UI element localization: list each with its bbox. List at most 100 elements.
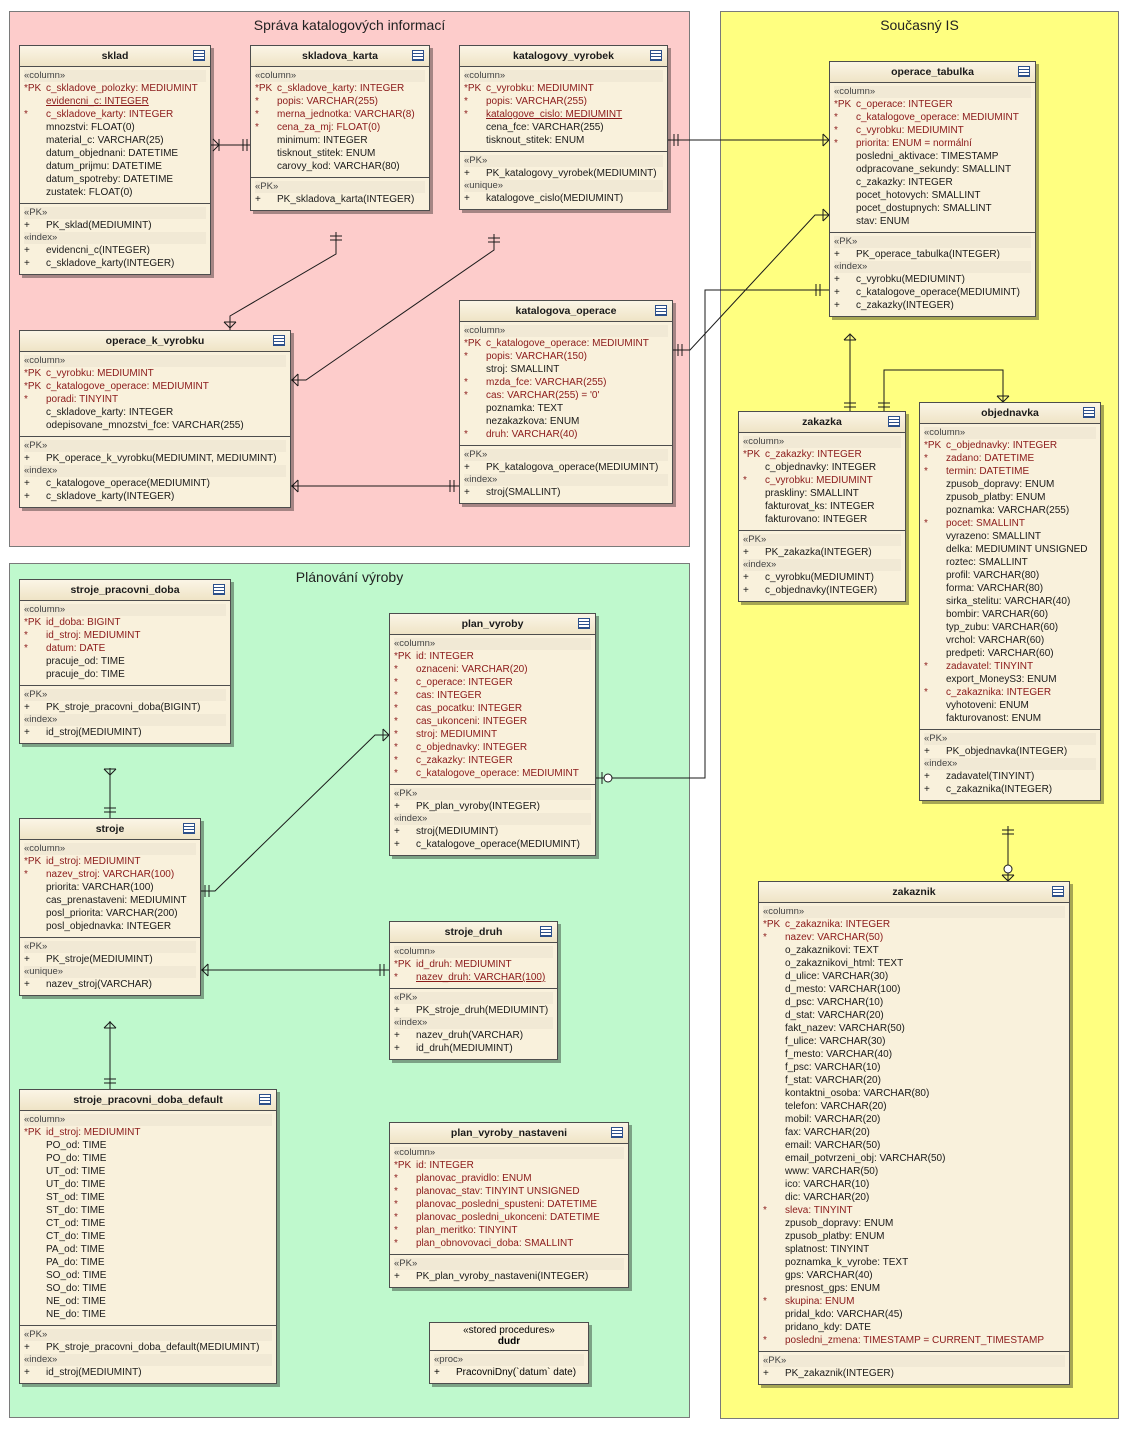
column-row: UT_do: TIME	[24, 1178, 272, 1191]
column-text: planovac_posledni_ukonceni: DATETIME	[416, 1212, 600, 1223]
column-row: *c_operace: INTEGER	[394, 676, 591, 689]
section-label: «column»	[743, 436, 901, 448]
section-label: «PK»	[464, 155, 663, 167]
pk-row: +PK_stroje_pracovni_doba(BIGINT)	[24, 701, 226, 714]
pk-row: +PK_stroje_pracovni_doba_default(MEDIUMI…	[24, 1341, 272, 1354]
index-text: nazev_stroj(VARCHAR)	[46, 979, 152, 990]
pk-row: +PK_sklad(MEDIUMINT)	[24, 219, 206, 232]
table-icon	[578, 618, 590, 629]
column-mark: *	[24, 394, 28, 405]
column-text: merna_jednotka: VARCHAR(8)	[277, 109, 415, 120]
column-row: zpusob_dopravy: ENUM	[763, 1217, 1065, 1230]
column-row: *priorita: ENUM = normální	[834, 137, 1031, 150]
column-text: cas_ukonceni: INTEGER	[416, 716, 528, 727]
column-row: pocet_hotovych: SMALLINT	[834, 189, 1031, 202]
column-text: posledni_aktivace: TIMESTAMP	[856, 151, 999, 162]
column-row: *cas: VARCHAR(255) = '0'	[464, 389, 668, 402]
section-label: «column»	[24, 604, 226, 616]
pk-mark: +	[464, 168, 470, 179]
pk-section: «PK»+PK_operace_k_vyrobku(MEDIUMINT, MED…	[20, 436, 290, 507]
index-mark: +	[924, 771, 930, 782]
column-row: fakt_nazev: VARCHAR(50)	[763, 1022, 1065, 1035]
column-text: c_zakaznika: INTEGER	[785, 919, 891, 930]
index-row: +c_zakazky(INTEGER)	[834, 299, 1031, 312]
column-text: zadavatel: TINYINT	[946, 661, 1034, 672]
column-text: zustatek: FLOAT(0)	[46, 187, 133, 198]
column-text: cas_pocatku: INTEGER	[416, 703, 523, 714]
column-row: zpusob_platby: ENUM	[924, 491, 1096, 504]
table-name: sklad	[101, 50, 129, 62]
column-row: *planovac_stav: TINYINT UNSIGNED	[394, 1185, 624, 1198]
index-mark: +	[834, 274, 840, 285]
stored-procedures-dudr[interactable]: «stored procedures» dudr «proc» +Pracovn…	[429, 1322, 589, 1384]
pk-section: «PK»+PK_objednavka(INTEGER)«index»+zadav…	[920, 729, 1100, 800]
pk-mark: +	[255, 194, 261, 205]
column-text: c_objednavky: INTEGER	[416, 742, 528, 753]
section-label: «column»	[24, 1114, 272, 1126]
table-icon	[412, 50, 424, 61]
index-row: +c_skladove_karty(INTEGER)	[24, 257, 206, 270]
table-name: katalogovy_vyrobek	[513, 50, 614, 62]
pk-text: PK_operace_tabulka(INTEGER)	[856, 249, 1000, 260]
index-row: +nazev_druh(VARCHAR)	[394, 1029, 553, 1042]
pk-section: «PK»+PK_skladova_karta(INTEGER)	[251, 177, 429, 210]
index-mark: +	[394, 826, 400, 837]
column-text: id: INTEGER	[416, 651, 474, 662]
pk-row: +PK_katalogovy_vyrobek(MEDIUMINT)	[464, 167, 663, 180]
column-row: *poradi: TINYINT	[24, 393, 286, 406]
column-mark: *	[924, 518, 928, 529]
column-text: cena_fce: VARCHAR(255)	[486, 122, 604, 133]
table-header: zakaznik	[759, 882, 1069, 903]
column-text: telefon: VARCHAR(20)	[785, 1101, 887, 1112]
table-icon	[655, 305, 667, 316]
column-row: *planovac_posledni_ukonceni: DATETIME	[394, 1211, 624, 1224]
section-label: «PK»	[763, 1355, 1065, 1367]
column-row: SO_od: TIME	[24, 1269, 272, 1282]
index-text: c_objednavky(INTEGER)	[765, 585, 878, 596]
section-label: «column»	[464, 70, 663, 82]
index-text: c_skladove_karty(INTEGER)	[46, 258, 175, 269]
column-row: posl_objednavka: INTEGER	[24, 920, 196, 933]
section-label: «column»	[394, 1147, 624, 1159]
column-text: cas_prenastaveni: MEDIUMINT	[46, 895, 187, 906]
pk-text: PK_stroje_pracovni_doba(BIGINT)	[46, 702, 201, 713]
column-text: tisknout_stitek: ENUM	[486, 135, 585, 146]
column-text: SO_do: TIME	[46, 1283, 107, 1294]
index-mark: +	[24, 1367, 30, 1378]
index-mark: +	[24, 491, 30, 502]
column-row: odepisovane_mnozstvi_fce: VARCHAR(255)	[24, 419, 286, 432]
section-label: «PK»	[464, 449, 668, 461]
column-text: CT_do: TIME	[46, 1231, 106, 1242]
pk-text: PK_stroje_pracovni_doba_default(MEDIUMIN…	[46, 1342, 260, 1353]
section-label: «index»	[464, 474, 668, 486]
section-label: «index»	[834, 261, 1031, 273]
column-row: *plan_obnovovaci_doba: SMALLINT	[394, 1237, 624, 1250]
index-text: id_stroj(MEDIUMINT)	[46, 727, 142, 738]
column-row: pridal_kdo: VARCHAR(45)	[763, 1308, 1065, 1321]
section-label: «PK»	[255, 181, 425, 193]
column-text: bombir: VARCHAR(60)	[946, 609, 1049, 620]
column-text: delka: MEDIUMINT UNSIGNED	[946, 544, 1088, 555]
column-row: export_MoneyS3: ENUM	[924, 673, 1096, 686]
column-text: pocet: SMALLINT	[946, 518, 1025, 529]
